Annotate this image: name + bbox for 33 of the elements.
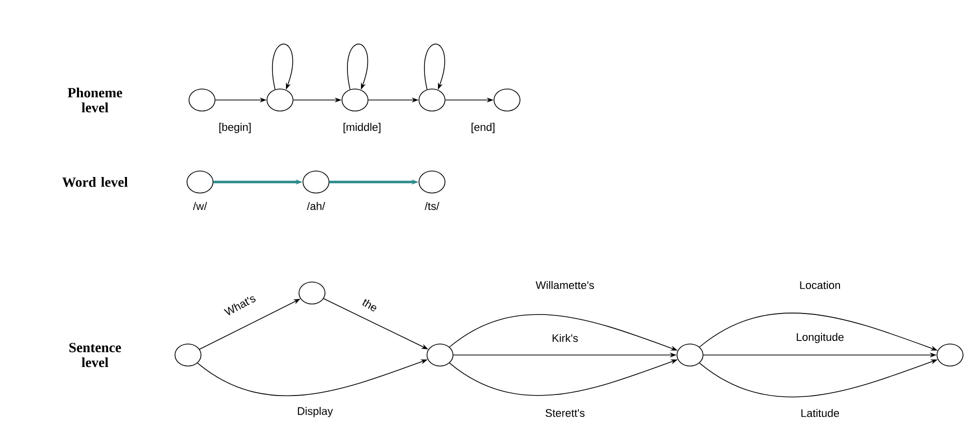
edge-label: Willamette's bbox=[534, 280, 596, 290]
level-label: Sentence level bbox=[69, 342, 121, 368]
state-label: /ts/ bbox=[424, 202, 440, 210]
edge-label: Latitude bbox=[800, 408, 840, 418]
edge-label: Location bbox=[798, 280, 842, 290]
edge-label: Longitude bbox=[794, 332, 846, 344]
edge-label: the bbox=[360, 296, 380, 314]
state-circle bbox=[676, 344, 704, 366]
level-label: Phoneme level bbox=[68, 88, 122, 112]
state-circle bbox=[174, 344, 202, 366]
state-circle bbox=[302, 170, 330, 194]
state-label: [begin] bbox=[219, 122, 251, 134]
state-label: [middle] bbox=[344, 122, 380, 134]
arrow bbox=[424, 44, 446, 90]
edge-label: Display bbox=[296, 406, 334, 418]
state-circle bbox=[342, 88, 368, 112]
state-circle bbox=[418, 88, 446, 112]
state-circle bbox=[188, 88, 216, 112]
edge-label: Kirk's bbox=[550, 332, 580, 344]
state-circle bbox=[426, 344, 454, 366]
state-circle bbox=[494, 88, 520, 112]
state-label: [end] bbox=[472, 122, 494, 134]
state-circle bbox=[298, 282, 326, 304]
state-circle bbox=[936, 344, 964, 366]
level-label: Word level bbox=[62, 177, 128, 187]
state-circle bbox=[186, 170, 214, 194]
state-circle bbox=[418, 170, 446, 194]
state-circle bbox=[266, 88, 294, 112]
state-label: /ah/ bbox=[306, 202, 326, 210]
state-label: /w/ bbox=[193, 202, 207, 210]
arrow bbox=[272, 44, 294, 90]
arrow bbox=[347, 44, 368, 90]
edge-label: Sterett's bbox=[544, 408, 586, 418]
